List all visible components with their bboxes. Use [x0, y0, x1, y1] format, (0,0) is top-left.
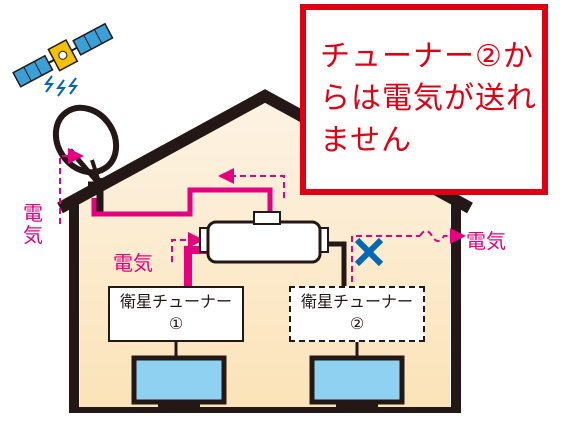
- power-label-antenna: 電 気: [22, 202, 44, 246]
- tuner-name: 衛星チューナー: [119, 292, 232, 311]
- warning-callout: チューナー②からは電気が送れません: [300, 4, 548, 195]
- power-label-char-2: 気: [23, 223, 43, 247]
- power-label-char-1: 電: [23, 201, 43, 225]
- tv-icon: [131, 355, 227, 408]
- satellite-tuner-1: 衛星チューナー ①: [108, 286, 244, 342]
- power-label-tuner: 電気: [113, 251, 153, 275]
- tuner-name: 衛星チューナー: [300, 292, 413, 311]
- callout-text: チューナー②からは電気が送れません: [320, 39, 537, 158]
- power-label-outside: 電気: [466, 229, 506, 253]
- cable-to-tuner-2: [328, 241, 347, 286]
- satellite-tuner-2: 衛星チューナー ②: [289, 286, 425, 342]
- tuner-number: ①: [168, 314, 184, 333]
- tuner-number: ②: [349, 314, 365, 333]
- satellite-icon: [12, 22, 114, 97]
- blocked-x-icon: [354, 237, 384, 267]
- power-splitter-icon: [199, 211, 329, 264]
- tv-icon: [309, 355, 405, 408]
